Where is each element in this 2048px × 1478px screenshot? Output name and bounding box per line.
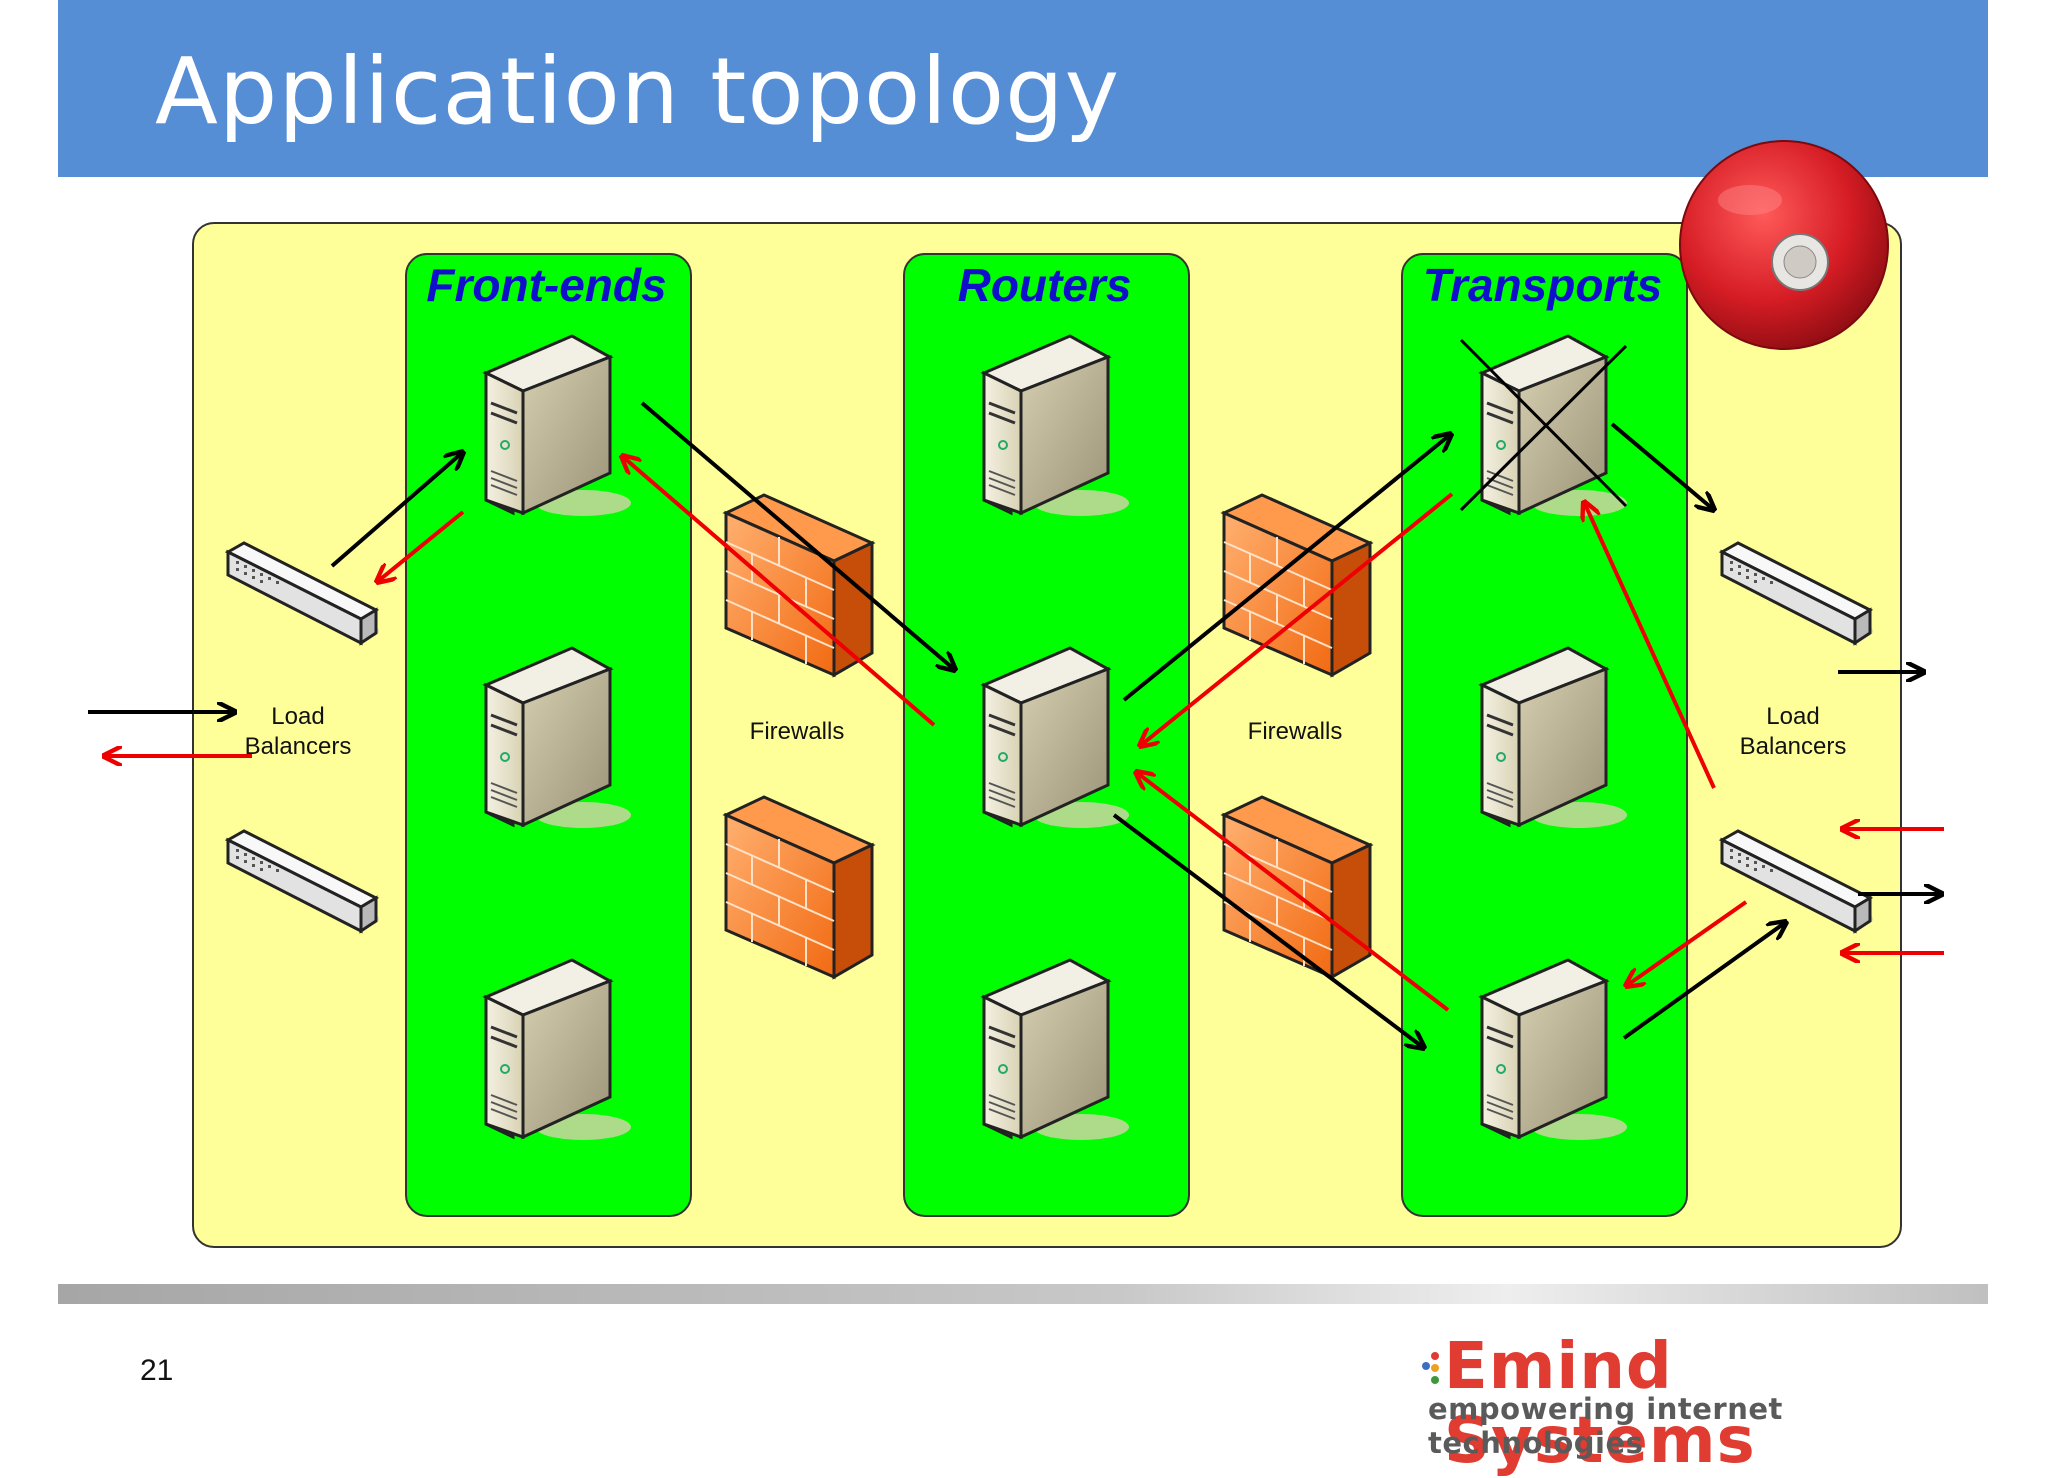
server-icon (1480, 334, 1629, 518)
firewall-icon (724, 795, 874, 979)
load-balancer-icon (226, 829, 381, 933)
title-bar (58, 0, 1988, 177)
company-logo: Emind Systems empowering internet techno… (1418, 1330, 1938, 1478)
failed-cross-icon (1459, 338, 1628, 512)
server-icon (1480, 958, 1629, 1142)
load-balancer-icon (226, 541, 381, 645)
server-icon (484, 646, 633, 830)
firewalls-label-left: Firewalls (749, 718, 845, 745)
column-title-routers: Routers (957, 259, 1132, 311)
topology-diagram (88, 140, 1944, 1142)
response-arrows (104, 456, 1944, 1012)
left-load-balancers-label: Load Balancers (228, 702, 368, 762)
logo-tagline: empowering internet technologies (1428, 1392, 1783, 1460)
load-balancer-icon (1720, 829, 1875, 933)
slide-title: Application topology (155, 38, 1121, 145)
firewall-icon (724, 493, 874, 677)
server-icon (982, 334, 1131, 518)
server-icon (1480, 646, 1629, 830)
page-number: 21 (140, 1354, 174, 1387)
server-icon (484, 958, 633, 1142)
column-title-transports: Transports (1422, 259, 1663, 311)
load-balancer-icon (1720, 541, 1875, 645)
server-icon (982, 958, 1131, 1142)
server-icon (982, 646, 1131, 830)
footer-bar (58, 1284, 1988, 1304)
left-lb-label-line2: Balancers (244, 733, 352, 760)
right-lb-label-line1: Load (1766, 703, 1820, 730)
right-lb-label-line2: Balancers (1739, 733, 1847, 760)
right-load-balancers-label: Load Balancers (1723, 702, 1863, 762)
server-icon (484, 334, 633, 518)
logo-dots-icon (1422, 1352, 1439, 1384)
column-title-front-ends: Front-ends (426, 259, 667, 311)
firewall-icon (1222, 493, 1372, 677)
request-arrows (88, 401, 1942, 1048)
firewalls-label-right: Firewalls (1247, 718, 1343, 745)
firewall-icon (1222, 795, 1372, 979)
alarm-bell-icon (1679, 140, 1889, 350)
left-lb-label-line1: Load (271, 703, 325, 730)
